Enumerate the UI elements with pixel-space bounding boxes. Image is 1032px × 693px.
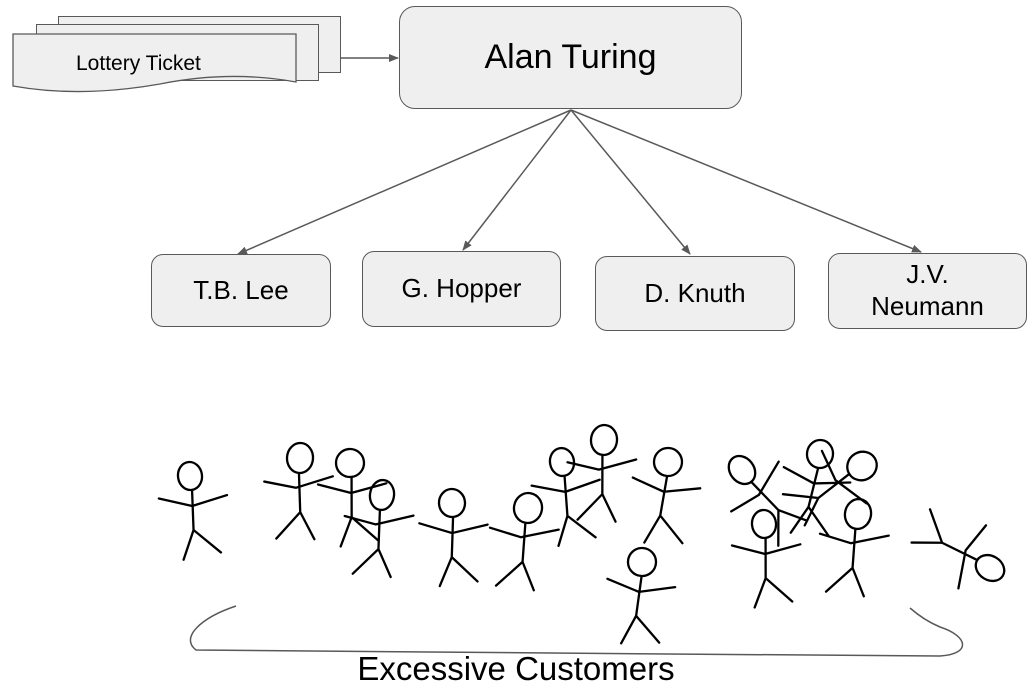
employee-box-jv-neumann: J.V. Neumann [828, 253, 1027, 329]
employee-name: J.V. Neumann [871, 259, 984, 321]
manager-box: Alan Turing [399, 6, 742, 109]
stick-figure [730, 508, 802, 609]
arrow-to-tb-lee [237, 109, 572, 255]
crowd-brace [189, 605, 964, 657]
stick-figure [782, 438, 852, 538]
stick-figure [818, 497, 890, 598]
stick-figure [488, 491, 560, 592]
stick-figure [343, 478, 415, 579]
stick-figure [157, 460, 229, 561]
stick-figure [418, 487, 489, 588]
manager-to-employee-arrows [237, 109, 922, 255]
stick-figure [606, 546, 677, 645]
stick-figure [316, 447, 388, 548]
employee-box-tb-lee: T.B. Lee [151, 254, 331, 327]
lottery-ticket-shape [12, 33, 297, 93]
employee-box-g-hopper: G. Hopper [362, 251, 561, 327]
stick-figure [566, 423, 638, 523]
employee-name: D. Knuth [644, 277, 746, 308]
stick-figure [631, 446, 702, 545]
employee-box-d-knuth: D. Knuth [595, 256, 795, 331]
employee-name: T.B. Lee [193, 274, 289, 305]
arrow-to-jv-neumann [570, 109, 922, 253]
stick-figure [781, 449, 878, 527]
manager-name: Alan Turing [484, 38, 657, 76]
arrow-to-g-hopper [462, 109, 572, 251]
stick-figure [910, 508, 1006, 590]
lottery-ticket-label: Lottery Ticket [76, 52, 201, 75]
stick-figure [263, 441, 334, 541]
arrow-to-d-knuth [570, 109, 691, 255]
stick-figure [727, 454, 809, 547]
crowd-label: Excessive Customers [357, 650, 675, 687]
stick-figure [530, 446, 601, 548]
employee-name: G. Hopper [401, 273, 522, 304]
customer-crowd [157, 423, 1006, 645]
